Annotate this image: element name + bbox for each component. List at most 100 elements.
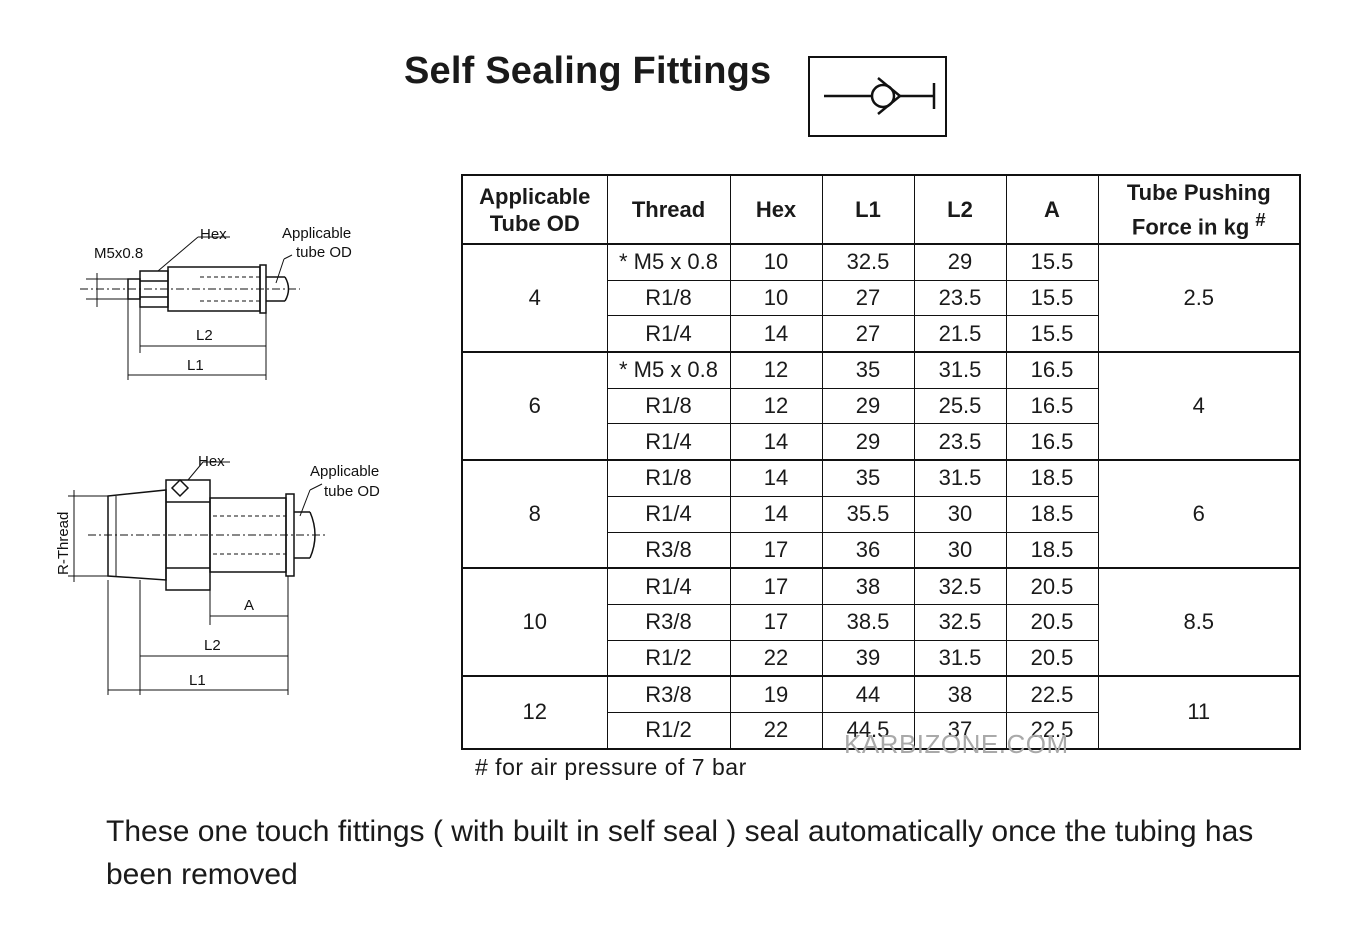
cell-l2: 32.5 <box>913 603 1007 641</box>
cell-force: 8.5 <box>1097 567 1301 677</box>
cell-hex: 19 <box>729 675 823 713</box>
cell-tube-od: 4 <box>461 243 608 353</box>
cell-a: 15.5 <box>1005 279 1099 317</box>
cell-a: 22.5 <box>1005 675 1099 713</box>
cell-hex: 22 <box>729 639 823 677</box>
l1-label: L1 <box>189 672 206 689</box>
cell-a: 16.5 <box>1005 351 1099 389</box>
cell-l1: 27 <box>821 279 915 317</box>
cell-tube-od: 12 <box>461 675 608 750</box>
tube-od-label-line1: Applicable <box>282 225 351 242</box>
cell-thread: * M5 x 0.8 <box>606 243 731 281</box>
cell-thread: R1/4 <box>606 495 731 533</box>
watermark: KARBIZONE.COM <box>844 729 1069 759</box>
hex-label: Hex <box>198 453 225 470</box>
header-l1: L1 <box>821 174 915 245</box>
cell-l2: 38 <box>913 675 1007 713</box>
cell-l2: 23.5 <box>913 423 1007 461</box>
cell-l1: 29 <box>821 387 915 425</box>
cell-hex: 14 <box>729 459 823 497</box>
cell-tube-od: 8 <box>461 459 608 569</box>
cell-l2: 37 <box>913 711 1007 750</box>
cell-l2: 31.5 <box>913 459 1007 497</box>
cell-thread: * M5 x 0.8 <box>606 351 731 389</box>
cell-a: 18.5 <box>1005 459 1099 497</box>
cell-l2: 31.5 <box>913 639 1007 677</box>
a-label: A <box>244 597 254 614</box>
cell-hex: 10 <box>729 243 823 281</box>
cell-l2: 21.5 <box>913 315 1007 353</box>
cell-l1: 29 <box>821 423 915 461</box>
thread-label: M5x0.8 <box>94 245 143 262</box>
cell-l2: 30 <box>913 531 1007 569</box>
cell-a: 20.5 <box>1005 639 1099 677</box>
cell-thread: R3/8 <box>606 675 731 713</box>
cell-hex: 17 <box>729 531 823 569</box>
cell-thread: R1/8 <box>606 387 731 425</box>
cell-thread: R1/2 <box>606 711 731 750</box>
cell-hex: 12 <box>729 387 823 425</box>
cell-tube-od: 6 <box>461 351 608 461</box>
cell-a: 18.5 <box>1005 531 1099 569</box>
cell-force: 2.5 <box>1097 243 1301 353</box>
cell-a: 15.5 <box>1005 315 1099 353</box>
cell-a: 16.5 <box>1005 387 1099 425</box>
cell-a: 20.5 <box>1005 567 1099 605</box>
cell-a: 18.5 <box>1005 495 1099 533</box>
cell-a: 22.5 <box>1005 711 1099 750</box>
header-thread: Thread <box>606 174 731 245</box>
cell-force: 11 <box>1097 675 1301 750</box>
tube-od-label-line2: tube OD <box>296 244 352 261</box>
header-a: A <box>1005 174 1099 245</box>
l1-label: L1 <box>187 357 204 374</box>
fitting-diagram-m5: M5x0.8 Hex Applicable tube OD L2 L1 <box>80 225 352 380</box>
cell-force: 6 <box>1097 459 1301 569</box>
cell-thread: R1/4 <box>606 567 731 605</box>
cell-l2: 31.5 <box>913 351 1007 389</box>
r-thread-label: R-Thread <box>55 512 72 575</box>
cell-a: 20.5 <box>1005 603 1099 641</box>
cell-l1: 35 <box>821 351 915 389</box>
cell-thread: R3/8 <box>606 603 731 641</box>
cell-thread: R3/8 <box>606 531 731 569</box>
cell-force: 4 <box>1097 351 1301 461</box>
cell-l2: 29 <box>913 243 1007 281</box>
cell-l2: 23.5 <box>913 279 1007 317</box>
check-valve-symbol <box>808 56 947 137</box>
cell-hex: 10 <box>729 279 823 317</box>
cell-thread: R1/2 <box>606 639 731 677</box>
cell-a: 15.5 <box>1005 243 1099 281</box>
cell-thread: R1/8 <box>606 459 731 497</box>
cell-l1: 36 <box>821 531 915 569</box>
cell-thread: R1/4 <box>606 315 731 353</box>
hex-label: Hex <box>200 226 227 243</box>
description: These one touch fittings ( with built in… <box>106 815 1254 891</box>
cell-l1: 32.5 <box>821 243 915 281</box>
cell-l1: 27 <box>821 315 915 353</box>
l2-label: L2 <box>204 637 221 654</box>
cell-tube-od: 10 <box>461 567 608 677</box>
cell-l1: 39 <box>821 639 915 677</box>
cell-l2: 32.5 <box>913 567 1007 605</box>
cell-hex: 17 <box>729 603 823 641</box>
header-l2: L2 <box>913 174 1007 245</box>
cell-l1: 35 <box>821 459 915 497</box>
cell-l1: 38.5 <box>821 603 915 641</box>
